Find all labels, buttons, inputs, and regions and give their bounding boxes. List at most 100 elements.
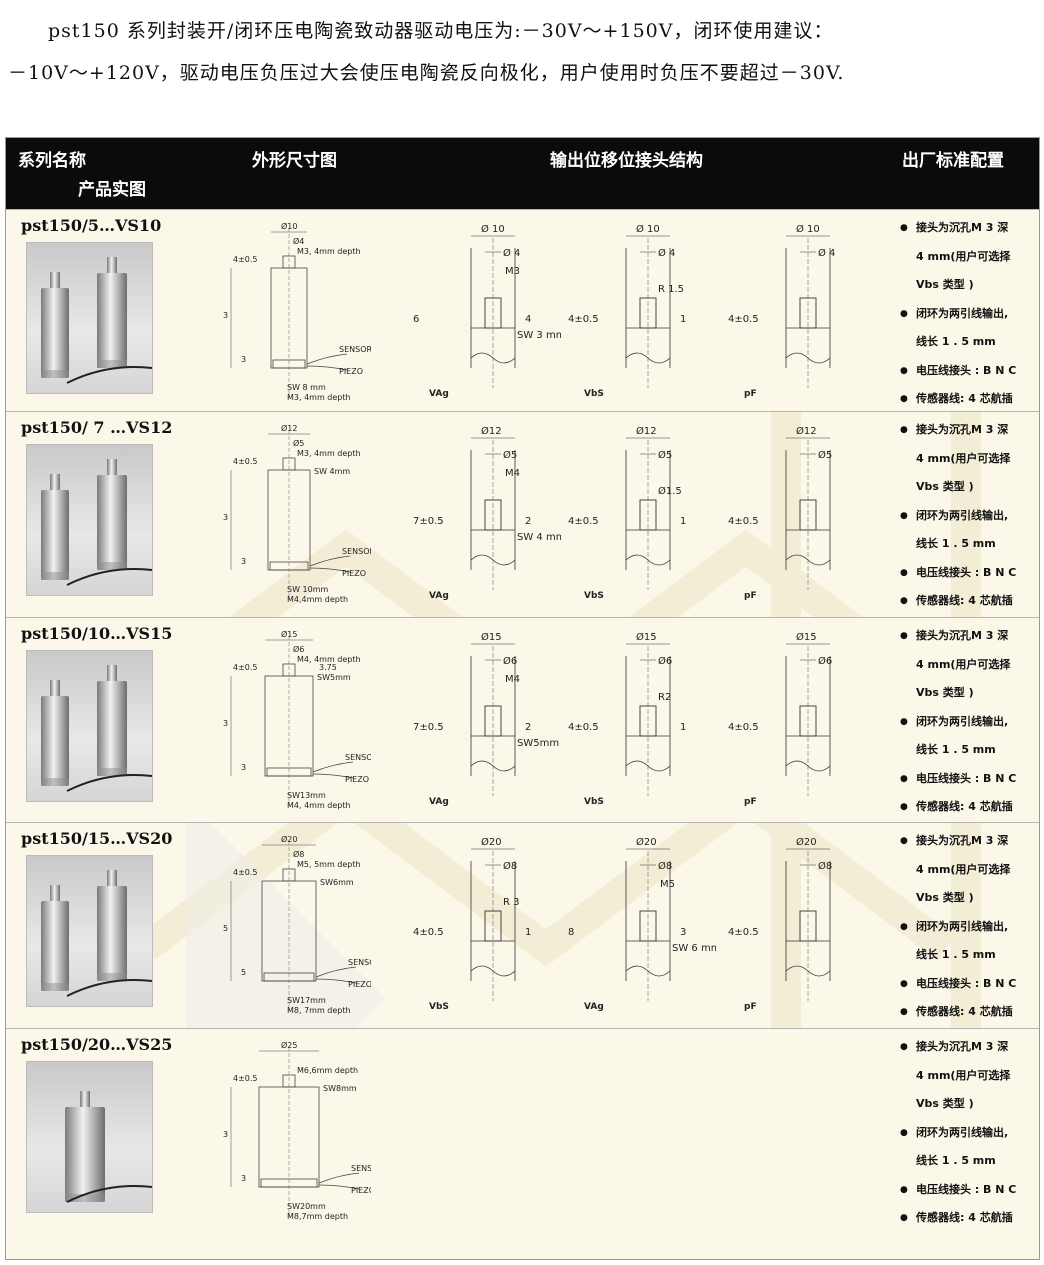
dim-bottom-note: M8,7mm depth — [287, 1212, 348, 1221]
output-height: 4±0.5 — [728, 516, 759, 527]
output-outer-diameter: Ø12 — [636, 425, 657, 437]
dim-wrench: SW17mm — [287, 996, 326, 1005]
header-outline: 外形尺寸图 — [252, 151, 337, 171]
output-type-label: pF — [744, 591, 757, 601]
dim-top-wrench: SW8mm — [323, 1084, 357, 1093]
output-type-label: VbS — [584, 389, 604, 399]
output-thread: M4 — [505, 468, 520, 479]
series-name: pst150/ 7 …VS12 — [21, 418, 173, 437]
config-line: 电压线接头 : B N C — [894, 1176, 1039, 1205]
output-outer-diameter: Ø15 — [796, 631, 817, 643]
output-outer-diameter: Ø12 — [481, 425, 502, 437]
config-line: 传感器线: 4 芯航插 — [894, 385, 1039, 414]
actuator-photo-icon — [41, 665, 152, 792]
dim-sensor-label: SENSOR — [351, 1164, 371, 1173]
config-line: 电压线接头 : B N C — [894, 357, 1039, 386]
config-line: Vbs 类型 ) — [916, 1097, 974, 1110]
dim-bottom-mark: 3 — [241, 355, 246, 364]
config-line: 传感器线: 4 芯航插 — [894, 998, 1039, 1027]
dim-piezo-label: PIEZO — [351, 1186, 371, 1195]
config-line: 线长 1 . 5 mm — [916, 1154, 996, 1167]
dim-top-height: 4±0.5 — [233, 663, 258, 672]
output-inner-diameter: Ø8 — [658, 860, 672, 872]
actuator-photo-icon — [41, 870, 152, 997]
dim-sensor-label: SENSOR — [342, 547, 371, 556]
header-series-name: 系列名称 — [18, 151, 86, 171]
output-height: 7±0.5 — [413, 722, 444, 733]
dim-wrench: SW 8 mm — [287, 383, 326, 392]
dim-bottom-note: M4, 4mm depth — [287, 801, 351, 810]
output-height: 8 — [568, 927, 574, 938]
output-outer-diameter: Ø 10 — [481, 223, 505, 235]
output-inner-diameter: Ø8 — [818, 860, 832, 872]
dim-top-note: M3, 4mm depth — [297, 247, 361, 256]
dim-sensor-label: SENSOR — [345, 753, 371, 762]
series-name: pst150/20…VS25 — [21, 1035, 173, 1054]
dim-wrench: SW13mm — [287, 791, 326, 800]
output-type-label: VAg — [429, 797, 449, 807]
dim-length-mark: 5 — [223, 924, 228, 933]
table-header: 系列名称 产品实图 外形尺寸图 输出位移位接头结构 出厂标准配置 — [6, 138, 1039, 209]
dim-length-mark: 3 — [223, 513, 228, 522]
dim-top-note: M3, 4mm depth — [297, 449, 361, 458]
dim-top-note: M6,6mm depth — [297, 1066, 358, 1075]
output-inner-diameter: Ø5 — [658, 449, 672, 461]
config-line: 4 mm(用户可选择 — [916, 249, 1011, 263]
config-line: 线长 1 . 5 mm — [916, 743, 996, 756]
config-line: Vbs 类型 ) — [916, 480, 974, 493]
output-height: 6 — [413, 314, 419, 325]
output-wrench: SW 3 mm — [517, 330, 561, 341]
dim-inner-diameter: Ø8 — [293, 849, 304, 859]
output-thread: M3 — [505, 266, 520, 277]
config-line: 闭环为两引线输出, — [894, 300, 1039, 329]
header-product-photo: 产品实图 — [78, 180, 146, 200]
dim-length-mark: 3 — [223, 311, 228, 320]
dim-top-height: 4±0.5 — [233, 457, 258, 466]
output-inner-diameter: Ø 4 — [503, 247, 520, 259]
output-offset: 1 — [680, 314, 686, 325]
dim-outer-diameter: Ø12 — [281, 423, 297, 433]
output-wrench: SW5mm — [517, 738, 559, 749]
dim-piezo-label: PIEZO — [345, 775, 369, 784]
dim-sensor-label: SENSOR — [348, 958, 371, 967]
output-type-label: VbS — [429, 1002, 449, 1012]
output-inner-diameter: Ø6 — [818, 655, 832, 667]
dim-bottom-note: M8, 7mm depth — [287, 1006, 351, 1015]
config-line: 4 mm(用户可选择 — [916, 451, 1011, 465]
dim-outer-diameter: Ø25 — [281, 1040, 297, 1050]
actuator-photo-icon — [41, 459, 152, 586]
product-photo — [26, 444, 153, 596]
config-line: 电压线接头 : B N C — [894, 765, 1039, 794]
dim-right: 3.75 — [319, 663, 337, 672]
output-offset: 1 — [525, 927, 531, 938]
output-thread: M4 — [505, 674, 520, 685]
output-inner-diameter: Ø5 — [818, 449, 832, 461]
product-photo — [26, 650, 153, 802]
config-line: 传感器线: 4 芯航插 — [894, 587, 1039, 616]
config-line: 线长 1 . 5 mm — [916, 948, 996, 961]
output-height: 4±0.5 — [728, 722, 759, 733]
config-line: 4 mm(用户可选择 — [916, 657, 1011, 671]
dim-length-mark: 3 — [223, 719, 228, 728]
dim-top-wrench: SW6mm — [320, 878, 354, 887]
config-line: 接头为沉孔M 3 深 — [894, 827, 1039, 856]
dim-bottom-mark: 5 — [241, 968, 246, 977]
dim-bottom-mark: 3 — [241, 763, 246, 772]
config-line: 电压线接头 : B N C — [894, 970, 1039, 999]
config-line: Vbs 类型 ) — [916, 891, 974, 904]
output-offset: 2 — [525, 516, 531, 527]
